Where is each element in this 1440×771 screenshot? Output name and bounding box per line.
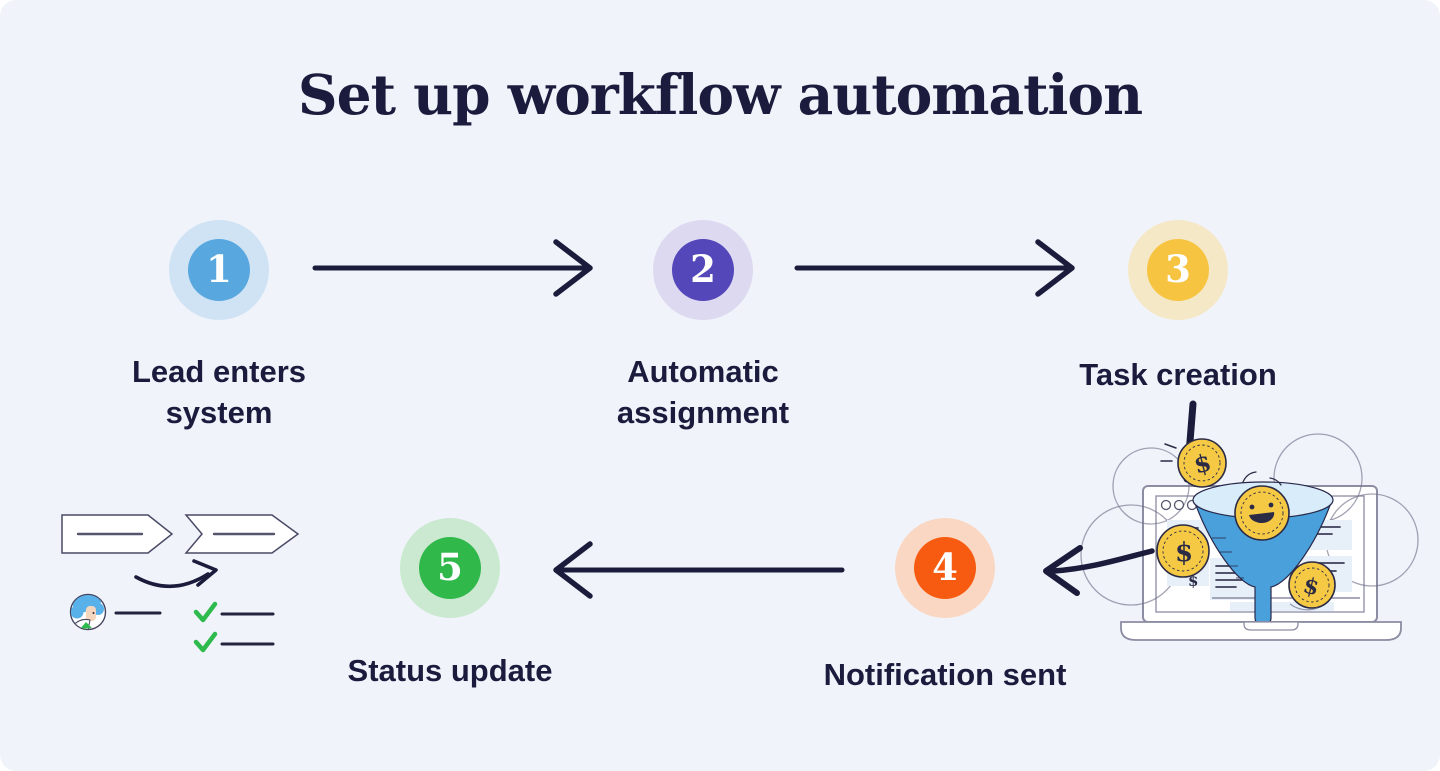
step-3-number: 3	[1165, 246, 1191, 291]
step-5-halo: 5	[400, 518, 500, 618]
step-2-circle: 2	[672, 239, 734, 301]
dollar-coin-icon: $	[1160, 438, 1227, 488]
step-4-circle: 4	[914, 537, 976, 599]
step-4-number: 4	[932, 544, 958, 589]
check-icon	[193, 601, 218, 623]
sales-funnel-laptop-illustration: $ $ $	[1043, 433, 1419, 641]
dollar-coin-icon: $	[1156, 524, 1210, 578]
step-2-number: 2	[690, 246, 716, 291]
dollar-coin-icon: $	[1288, 561, 1336, 611]
svg-text:$: $	[1191, 447, 1214, 479]
step-3-label: Task creation	[1079, 357, 1277, 392]
svg-text:$: $	[1175, 538, 1193, 568]
step-1-number: 1	[206, 246, 232, 291]
svg-text:$: $	[1301, 572, 1322, 601]
arrow-step4-to-step5-icon	[553, 541, 845, 599]
step-5-badge: 5	[400, 518, 500, 618]
step-3-badge: 3	[1128, 220, 1228, 320]
step-1-halo: 1	[169, 220, 269, 320]
smiley-coin-icon	[1234, 471, 1290, 541]
step-3-halo: 3	[1128, 220, 1228, 320]
step-1-label: Lead enters system	[131, 354, 306, 430]
step-4-badge: 4	[895, 518, 995, 618]
arrow-funnel-to-step4-icon	[1043, 545, 1155, 596]
step-2-halo: 2	[653, 220, 753, 320]
step-2-label: Automatic assignment	[616, 354, 790, 430]
step-5-number: 5	[437, 544, 463, 589]
page-title: Set up workflow automation	[297, 62, 1143, 127]
arrow-step1-to-step2-icon	[312, 239, 593, 297]
svg-text:$: $	[1188, 572, 1198, 590]
check-icon	[193, 631, 218, 653]
step-1-circle: 1	[188, 239, 250, 301]
step-4-label: Notification sent	[823, 657, 1067, 692]
step-3-circle: 3	[1147, 239, 1209, 301]
step-2-badge: 2	[653, 220, 753, 320]
workflow-checklist-illustration	[61, 514, 300, 653]
swoosh-arrow-icon	[134, 559, 218, 589]
step-4-halo: 4	[895, 518, 995, 618]
step-5-label: Status update	[347, 653, 553, 688]
avatar	[69, 593, 107, 631]
step-1-badge: 1	[169, 220, 269, 320]
step-5-circle: 5	[419, 537, 481, 599]
arrow-step2-to-step3-icon	[794, 239, 1075, 297]
